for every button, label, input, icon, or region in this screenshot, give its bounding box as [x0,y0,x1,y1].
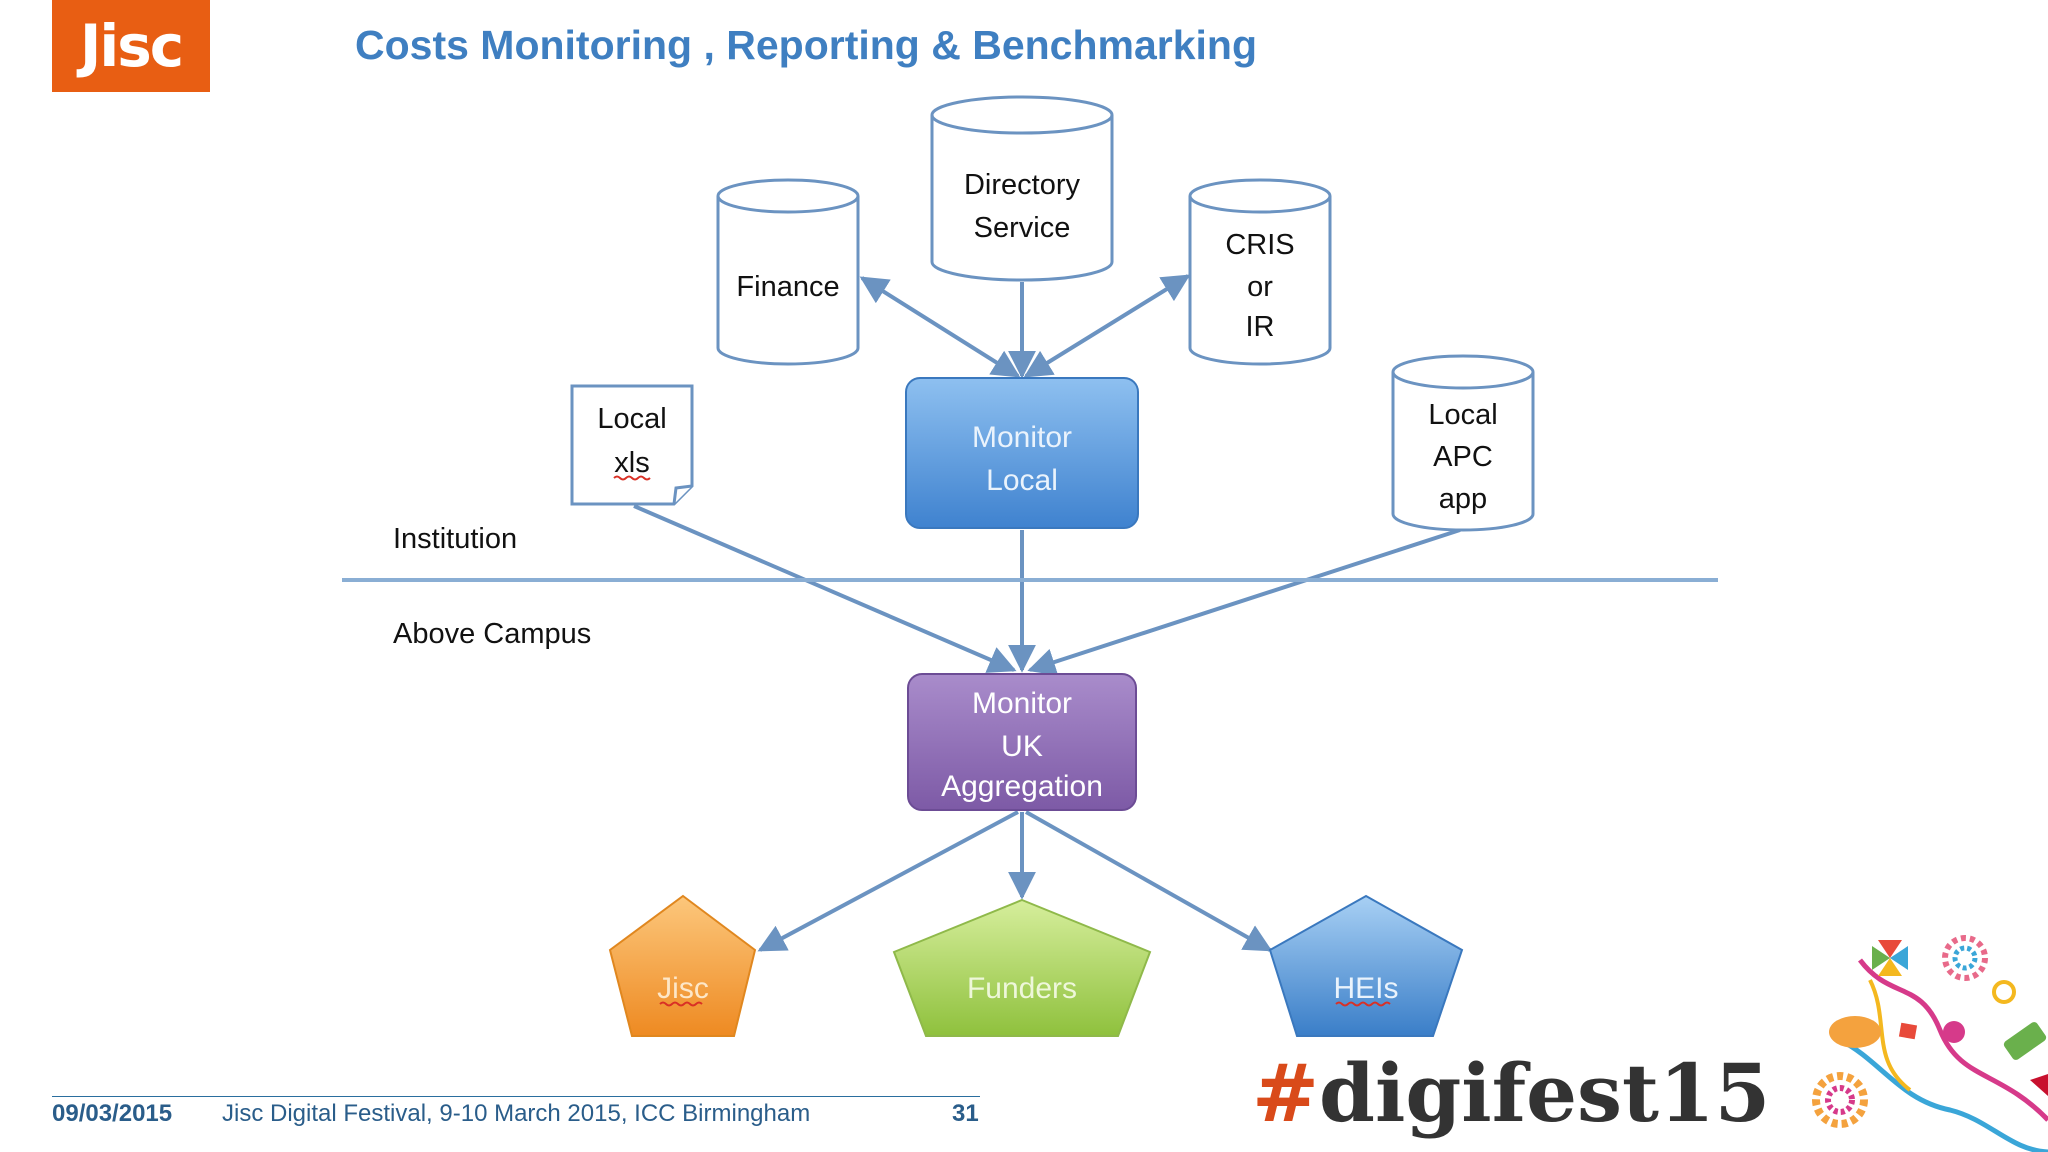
cris-ir-line-1: CRIS [1225,229,1294,261]
local-xls-line-2: xls [614,447,649,479]
monitor-uk-aggregation-box: Monitor UK Aggregation [907,673,1137,811]
monitor-uk-line-2: UK [1001,730,1043,763]
hashtag-symbol: # [1252,1046,1320,1140]
finance-database: Finance [716,178,860,366]
spellcheck-underline [613,475,651,481]
pinwheel-icon [1812,1072,1868,1128]
directory-service-database: Directory Service [930,95,1114,282]
monitor-local-line-2: Local [986,464,1058,497]
arrow-monitor-uk-to-jisc [757,810,1019,952]
above-campus-label: Above Campus [393,618,591,650]
pinwheel-icon [1872,940,1908,976]
monitor-uk-line-3: Aggregation [941,770,1103,803]
footer-event: Jisc Digital Festival, 9-10 March 2015, … [222,1100,811,1127]
jisc-pentagon: Jisc [608,894,757,1037]
cris-ir-line-2: or [1247,271,1273,303]
hashtag-text: digifest15 [1319,1046,1771,1140]
funders-pentagon-label: Funders [967,972,1077,1005]
local-apc-line-2: APC [1433,441,1493,473]
jisc-logo: Jisc [52,0,210,92]
card-icon [1898,1022,1918,1040]
jisc-pentagon-label: Jisc [657,972,709,1005]
local-apc-app-database: Local APC app [1391,354,1535,532]
smiley-icon [1943,1021,1965,1043]
arrow-local-xls-to-monitor-uk [633,504,1017,673]
arrow-local-apc-to-monitor-uk [1027,528,1461,676]
festival-decoration-graphic [1812,935,2048,1152]
directory-service-line-2: Service [974,212,1071,244]
slide-title: Costs Monitoring , Reporting & Benchmark… [355,22,1258,68]
arrow-cris-monitor-local [1023,274,1191,378]
connector-arrows [633,274,1461,952]
lightbulb-icon [1992,980,2016,1004]
page-number: 31 [952,1100,979,1127]
arrow-monitor-uk-to-heis [1025,810,1273,952]
local-apc-line-3: app [1439,483,1487,515]
finance-label: Finance [736,271,839,303]
directory-service-line-1: Directory [964,169,1081,201]
footer-divider [52,1096,980,1097]
local-xls-line-1: Local [597,403,666,435]
pinwheel-icon [1942,935,1988,981]
badge-icon [1829,1016,1881,1048]
local-xls-document: Local xls [570,384,694,506]
spellcheck-underline [1335,1001,1391,1007]
cris-ir-line-3: IR [1246,311,1275,343]
ticket-icon [2003,1022,2047,1060]
footer-date: 09/03/2015 [52,1100,173,1127]
spellcheck-underline [659,1001,703,1007]
local-apc-line-1: Local [1428,399,1497,431]
digifest-hashtag-logo: #digifest15 [1252,1046,1770,1140]
monitor-local-box: Monitor Local [905,377,1139,529]
heis-pentagon-label: HEIs [1333,972,1398,1005]
arrow-finance-monitor-local [859,276,1021,378]
heis-pentagon: HEIs [1268,894,1464,1037]
funders-pentagon: Funders [892,898,1152,1037]
monitor-uk-line-1: Monitor [972,687,1072,720]
monitor-local-line-1: Monitor [972,421,1072,454]
paint-splash-icon [2030,1074,2048,1096]
cris-ir-database: CRIS or IR [1188,178,1332,366]
institution-label: Institution [393,523,517,555]
